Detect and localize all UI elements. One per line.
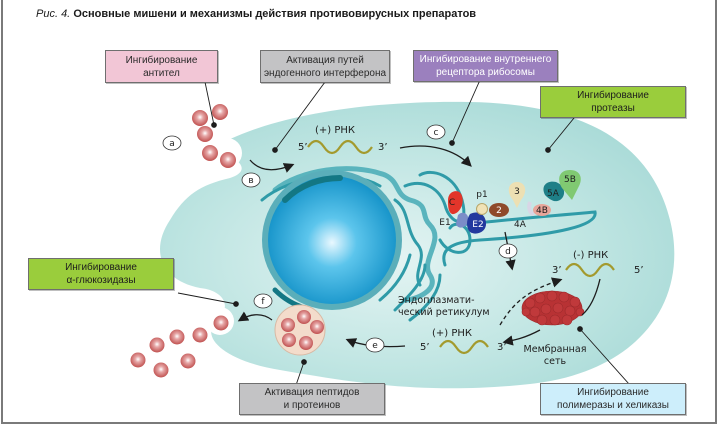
svg-text:(-) РНК: (-) РНК xyxy=(573,250,608,261)
protein-label-4a: 4A xyxy=(514,220,527,230)
figure-caption: Рис. 4. Основные мишени и механизмы дейс… xyxy=(36,8,476,20)
protein-4b xyxy=(533,204,551,216)
svg-text:e: e xyxy=(372,341,378,351)
target-antibodies-line1: Ингибирование xyxy=(125,54,198,66)
target-ribosome-line2: рецептора рибосомы xyxy=(436,67,535,78)
step-v: в xyxy=(241,172,261,188)
svg-text:Мембранная: Мембранная xyxy=(524,344,587,355)
protein-3 xyxy=(508,182,526,208)
svg-text:Эндоплазмати-: Эндоплазмати- xyxy=(398,295,475,306)
virions-entry xyxy=(192,104,236,168)
target-interferon: Активация путей эндогенного интерферона xyxy=(260,50,390,83)
protein-5b xyxy=(559,170,581,200)
target-glucosidase-line1: Ингибирование xyxy=(65,262,137,273)
protein-e1 xyxy=(456,212,469,228)
protein-label-c: C xyxy=(449,198,455,208)
target-peptides-line1: Активация пептидов xyxy=(264,387,360,398)
svg-text:(+) РНК: (+) РНК xyxy=(315,125,355,136)
step-a: a xyxy=(162,135,182,151)
protein-label-5a: 5A xyxy=(547,189,560,199)
svg-text:3’: 3’ xyxy=(497,342,507,353)
target-polymerase-line1: Ингибирование xyxy=(577,387,649,398)
membrane-network xyxy=(521,290,585,326)
target-antibodies-line2: антител xyxy=(143,67,180,79)
nucleus xyxy=(262,170,402,311)
protein-label-2: 2 xyxy=(496,206,502,216)
protein-labels: C p1 2 3 5A 5B E1 E2 4B 4A xyxy=(439,175,576,230)
svg-text:c: c xyxy=(434,128,439,138)
svg-text:a: a xyxy=(169,139,175,149)
svg-text:5’: 5’ xyxy=(634,265,644,276)
target-protease-line1: Ингибирование xyxy=(577,90,649,101)
protein-label-p1: p1 xyxy=(476,190,487,200)
membrane-net-label: Мембранная сеть xyxy=(524,344,587,367)
target-interferon-line1: Активация путей xyxy=(286,54,364,66)
target-ribosome-line1: Ингибирование внутреннего xyxy=(419,54,552,65)
svg-text:3’: 3’ xyxy=(552,265,562,276)
caption-title: Основные мишени и механизмы действия про… xyxy=(73,8,477,20)
svg-text:3’: 3’ xyxy=(378,142,388,153)
protein-label-3: 3 xyxy=(514,187,520,197)
target-interferon-line2: эндогенного интерферона xyxy=(263,67,387,79)
svg-text:ческий ретикулум: ческий ретикулум xyxy=(398,307,490,318)
virions-exit xyxy=(130,315,229,378)
protein-p1 xyxy=(476,203,488,215)
virion-vesicle xyxy=(274,304,326,356)
protein-label-5b: 5B xyxy=(564,175,576,185)
step-f: f xyxy=(253,293,273,309)
viral-proteins xyxy=(448,170,581,234)
svg-text:f: f xyxy=(261,297,265,307)
svg-text:5’: 5’ xyxy=(298,142,308,153)
step-e: e xyxy=(365,337,385,353)
target-protease-line2: протеазы xyxy=(591,103,635,114)
caption-prefix: Рис. 4. xyxy=(36,8,71,20)
step-d: d xyxy=(498,243,518,259)
target-protease: Ингибирование протеазы xyxy=(540,86,686,118)
target-peptides: Активация пептидов и протеинов xyxy=(239,383,385,415)
process-arrows xyxy=(237,145,601,348)
protein-e2 xyxy=(467,212,486,234)
leader-lines xyxy=(177,79,630,389)
protein-label-4b: 4B xyxy=(536,206,548,216)
protein-label-e2: E2 xyxy=(472,220,483,230)
protein-2 xyxy=(489,203,509,217)
target-polymerase-line2: полимеразы и хеликазы xyxy=(557,400,669,411)
protein-5a xyxy=(543,181,565,202)
protein-4a xyxy=(527,201,535,216)
rna-minus: 3’ (-) РНК 5’ xyxy=(552,250,644,278)
target-peptides-line2: и протеинов xyxy=(283,400,341,411)
svg-text:в: в xyxy=(248,176,253,186)
step-markers: a в c d e f xyxy=(162,124,518,353)
target-antibodies: Ингибирование антител xyxy=(105,50,218,83)
target-glucosidase: Ингибирование α-глюкозидазы xyxy=(28,258,174,290)
target-ribosome: Ингибирование внутреннего рецептора рибо… xyxy=(413,50,558,82)
svg-text:d: d xyxy=(505,247,511,257)
rna-plus-bottom: 5’ (+) РНК 3’ xyxy=(420,328,507,355)
protein-c xyxy=(448,191,463,215)
rna-plus-top: 5’ (+) РНК 3’ xyxy=(298,125,388,155)
target-glucosidase-line2: α-глюкозидазы xyxy=(66,275,136,286)
svg-text:сеть: сеть xyxy=(544,356,567,367)
target-polymerase: Ингибирование полимеразы и хеликазы xyxy=(540,383,686,415)
protein-label-e1: E1 xyxy=(439,218,450,228)
svg-text:(+) РНК: (+) РНК xyxy=(432,328,472,339)
step-c: c xyxy=(426,124,446,140)
svg-text:5’: 5’ xyxy=(420,342,430,353)
er-label: Эндоплазмати- ческий ретикулум xyxy=(398,295,490,318)
